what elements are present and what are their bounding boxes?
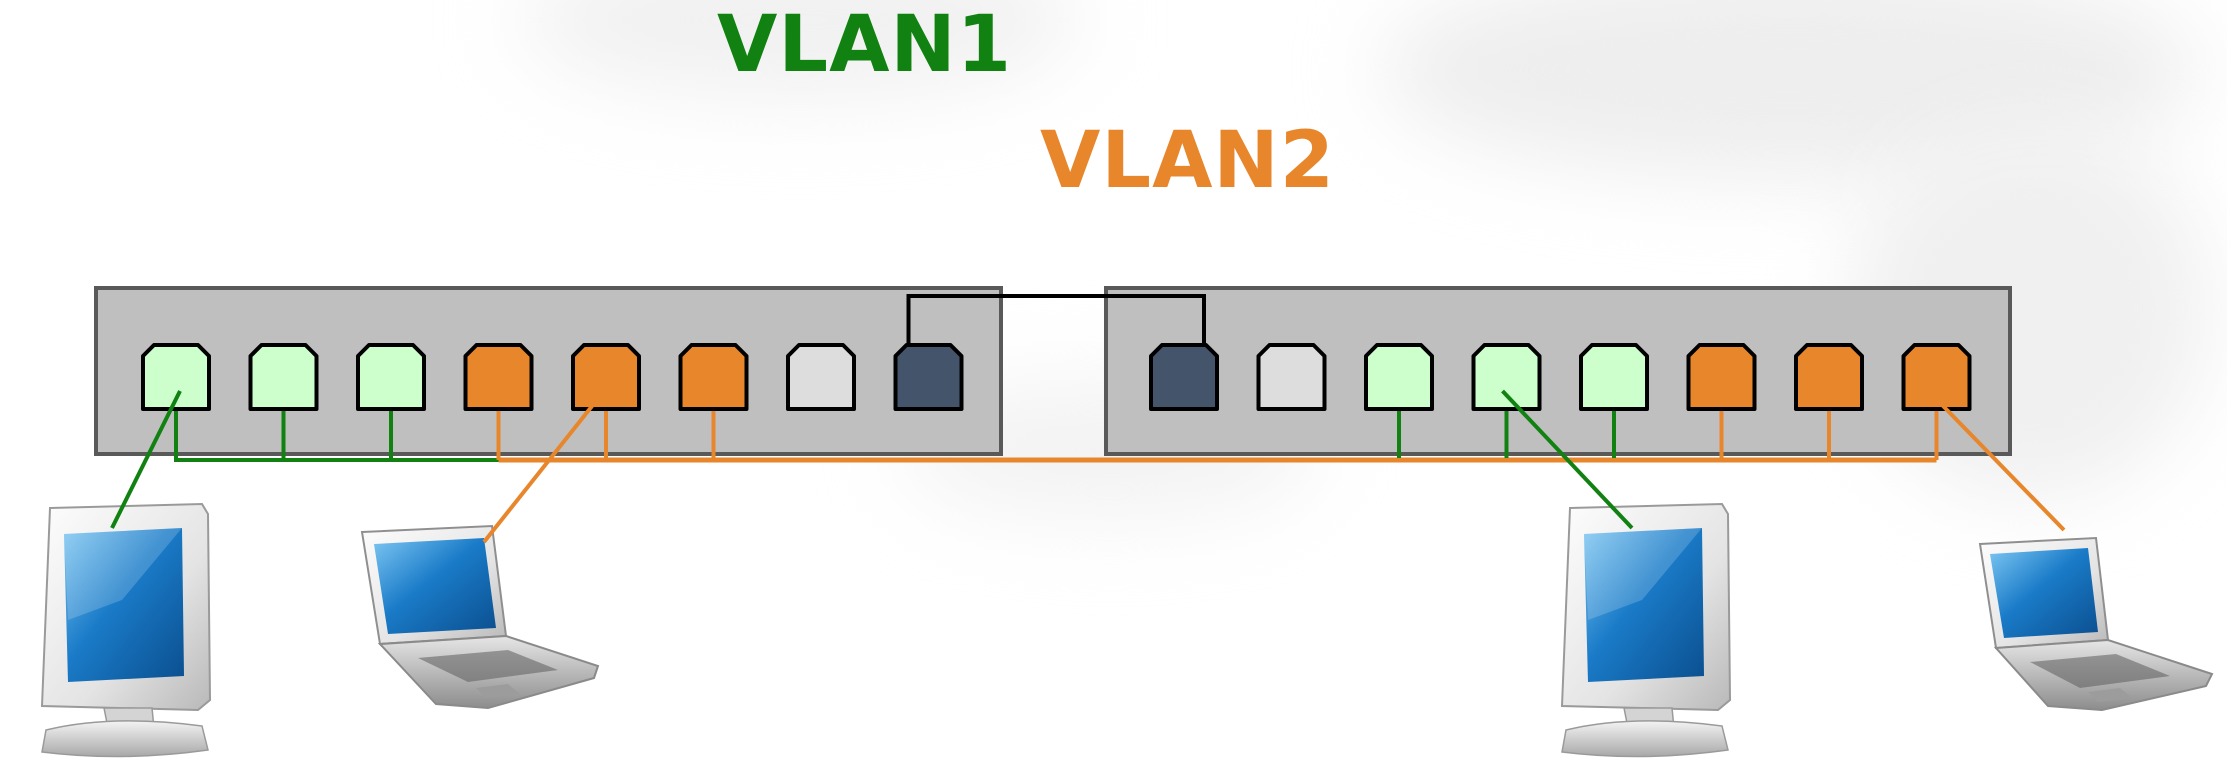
- vlan2-label: VLAN2: [1040, 116, 1335, 206]
- port-trunk[interactable]: [893, 343, 964, 411]
- vlan2-device-link: [482, 389, 606, 544]
- switch-right: [1104, 286, 2012, 456]
- port-vlan2[interactable]: [463, 343, 534, 411]
- port-vlan2[interactable]: [1686, 343, 1757, 411]
- vlan1-label: VLAN1: [717, 0, 1012, 90]
- vlan2-device-link: [1927, 389, 2066, 532]
- port-vlan1[interactable]: [248, 343, 319, 411]
- port-vlan1[interactable]: [356, 343, 426, 411]
- desktop-monitor-icon: [40, 502, 212, 758]
- desktop-monitor-icon: [1560, 502, 1732, 758]
- port-unused[interactable]: [1256, 343, 1327, 411]
- port-vlan1[interactable]: [1471, 343, 1542, 411]
- port-vlan2[interactable]: [1901, 343, 1972, 411]
- vlan1-device-link: [110, 390, 182, 529]
- port-unused[interactable]: [786, 343, 856, 411]
- port-vlan2[interactable]: [571, 343, 641, 411]
- switch-left: [94, 286, 1003, 456]
- laptop-icon: [360, 524, 600, 710]
- port-vlan2[interactable]: [1794, 343, 1864, 411]
- trunk-link: [906, 294, 1206, 345]
- port-vlan1[interactable]: [1364, 343, 1434, 411]
- port-vlan1[interactable]: [1579, 343, 1649, 411]
- port-trunk[interactable]: [1149, 343, 1219, 411]
- port-vlan2[interactable]: [678, 343, 749, 411]
- vlan1-device-link: [1501, 389, 1634, 530]
- port-vlan1[interactable]: [141, 343, 211, 411]
- laptop-icon: [1978, 536, 2214, 712]
